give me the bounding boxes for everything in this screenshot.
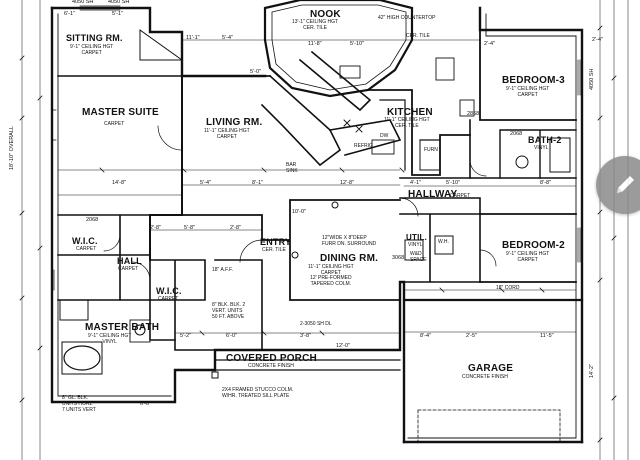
dim-3: 11'-8" — [308, 41, 322, 47]
note-countertop: 42" HIGH COUNTERTOP — [378, 15, 436, 21]
room-name-wic-1: W.I.C. — [72, 236, 98, 246]
room-spec-master-bath: 9'-1" CEILING HGT VINYL — [88, 333, 132, 345]
room-name-dining: DINING RM. — [320, 253, 379, 264]
dim-1: 11'-1" — [186, 35, 200, 41]
dim-21: 2'-5" — [466, 333, 477, 339]
room-name-sitting: SITTING RM. — [66, 33, 123, 43]
dim-19: 12'-0" — [336, 343, 351, 349]
note-refrig: REFRIG — [354, 143, 373, 149]
dim-2: 5'-4" — [222, 35, 233, 41]
room-name-bedroom2: BEDROOM-2 — [502, 240, 565, 251]
note-cord: 18" CORD — [496, 285, 520, 291]
room-spec-nook: 13'-1" CEILING HGT CER. TILE — [292, 19, 339, 31]
dim-5: 2'-4" — [484, 41, 495, 47]
dim-12: 8'-8" — [540, 180, 551, 186]
dim-top-b: 4050 SH — [108, 0, 130, 5]
room-name-master-bath: MASTER BATH — [85, 322, 160, 333]
dim-top-d: 5'-1" — [112, 11, 123, 17]
pencil-icon — [617, 176, 634, 193]
dim-9: 12'-8" — [340, 180, 355, 186]
note-porch-column: 2X4 FRAMED STUCCO COLM. W/HR. TREATED SI… — [222, 387, 294, 399]
dim-20: 8'-4" — [420, 333, 431, 339]
room-name-nook: NOOK — [310, 9, 341, 20]
dim-4: 5'-10" — [350, 41, 365, 47]
room-name-covered-porch: COVERED PORCH — [226, 353, 317, 364]
dim-7: 5'-4" — [200, 180, 211, 186]
room-spec-garage: CONCRETE FINISH — [462, 374, 508, 380]
dim-left-overall: 18'-10" OVERALL — [9, 126, 15, 170]
dim-18: 5'-2" — [180, 333, 191, 339]
dim-23: 14'-2" — [589, 363, 595, 378]
dim-11: 5'-10" — [446, 180, 461, 186]
room-name-master-suite: MASTER SUITE — [82, 107, 159, 118]
note-furr-surround: 12"WIDE X 8"DEEP FURR DN. SURROUND — [322, 235, 377, 247]
note-cer-tile: CER. TILE — [406, 33, 430, 39]
room-name-entry: ENTRY — [260, 237, 292, 247]
dim-top-c: 6'-1" — [64, 11, 75, 17]
dim-6: 14'-8" — [112, 180, 127, 186]
room-spec-bath2: VINYL — [534, 145, 549, 151]
note-aff: 18" A.F.F. — [212, 267, 233, 273]
dim-8: 8'-1" — [252, 180, 263, 186]
note-wd-space: W&D SPACE — [410, 251, 427, 263]
room-name-util: UTIL. — [406, 233, 427, 242]
room-name-hallway: HALLWAY — [408, 189, 458, 200]
note-cmu: 8" BLK. BLK. 2 VERT. UNITS 50 FT. ABOVE — [212, 302, 246, 320]
room-spec-wic-2: CARPET — [158, 296, 179, 302]
dim-24: 3'-8" — [300, 333, 311, 339]
dim-14: 5'-8" — [184, 225, 195, 231]
door-tag-2: 2868 — [467, 111, 480, 117]
room-spec-dining: 11'-1" CEILING HGT CARPET 12' PRE-FORMED… — [308, 264, 354, 287]
note-furn: FURN — [424, 147, 438, 153]
room-spec-bedroom2: 9'-1" CEILING HGT CARPET — [506, 251, 550, 263]
room-spec-wic-1: CARPET — [76, 246, 97, 252]
room-spec-hallway: CARPET — [450, 193, 471, 199]
note-dw: DW — [380, 133, 389, 139]
dim-26: 5'-0" — [250, 69, 261, 75]
note-glass-block: 8" GL. BLK. UNITS HORZ 7 UNITS VERT — [62, 395, 96, 413]
window-tag-right: 4050 SH — [589, 68, 595, 90]
room-spec-util: VINYL — [408, 242, 423, 248]
dim-22: 11'-5" — [540, 333, 554, 339]
room-name-hall: HALL — [117, 256, 142, 266]
note-door-size: 2-3050 SH DL — [300, 321, 332, 327]
room-spec-kitchen: 11'-1" CEILING HGT CER. TILE — [384, 117, 430, 129]
dim-17: 6'-0" — [226, 333, 237, 339]
room-spec-master-suite: CARPET — [104, 121, 125, 127]
room-spec-sitting: 9'-1" CEILING HGT CARPET — [70, 44, 114, 56]
room-spec-covered-porch: CONCRETE FINISH — [248, 363, 294, 369]
door-tag-4: 3068 — [392, 255, 405, 261]
room-name-bedroom3: BEDROOM-3 — [502, 75, 565, 86]
room-spec-bedroom3: 9'-1" CEILING HGT CARPET — [506, 86, 550, 98]
room-name-kitchen: KITCHEN — [387, 107, 433, 118]
room-spec-hall: CARPET — [118, 266, 139, 272]
note-wh: W.H. — [438, 239, 449, 245]
dim-16: 10'-0" — [292, 209, 307, 215]
dim-10: 4'-1" — [410, 180, 421, 186]
room-name-wic-2: W.I.C. — [156, 286, 182, 296]
room-spec-entry: CER. TILE — [262, 247, 286, 253]
dim-top-a: 4050 SH — [72, 0, 94, 5]
door-tag-3: 2068 — [510, 131, 523, 137]
edit-fab-button[interactable] — [596, 156, 640, 214]
note-bar-sink: BAR SINK — [286, 162, 298, 174]
dim-right-f: 2'-4" — [592, 37, 603, 43]
room-name-garage: GARAGE — [468, 363, 514, 374]
dim-15: 2'-8" — [230, 225, 241, 231]
dim-25: 6'-0" — [140, 401, 151, 407]
room-spec-living: 11'-1" CEILING HGT CARPET — [204, 128, 250, 140]
dim-13: 2'-8" — [150, 225, 161, 231]
room-name-bath2: BATH-2 — [528, 135, 562, 145]
door-tag-1: 2068 — [86, 217, 99, 223]
room-name-living: LIVING RM. — [206, 117, 263, 128]
